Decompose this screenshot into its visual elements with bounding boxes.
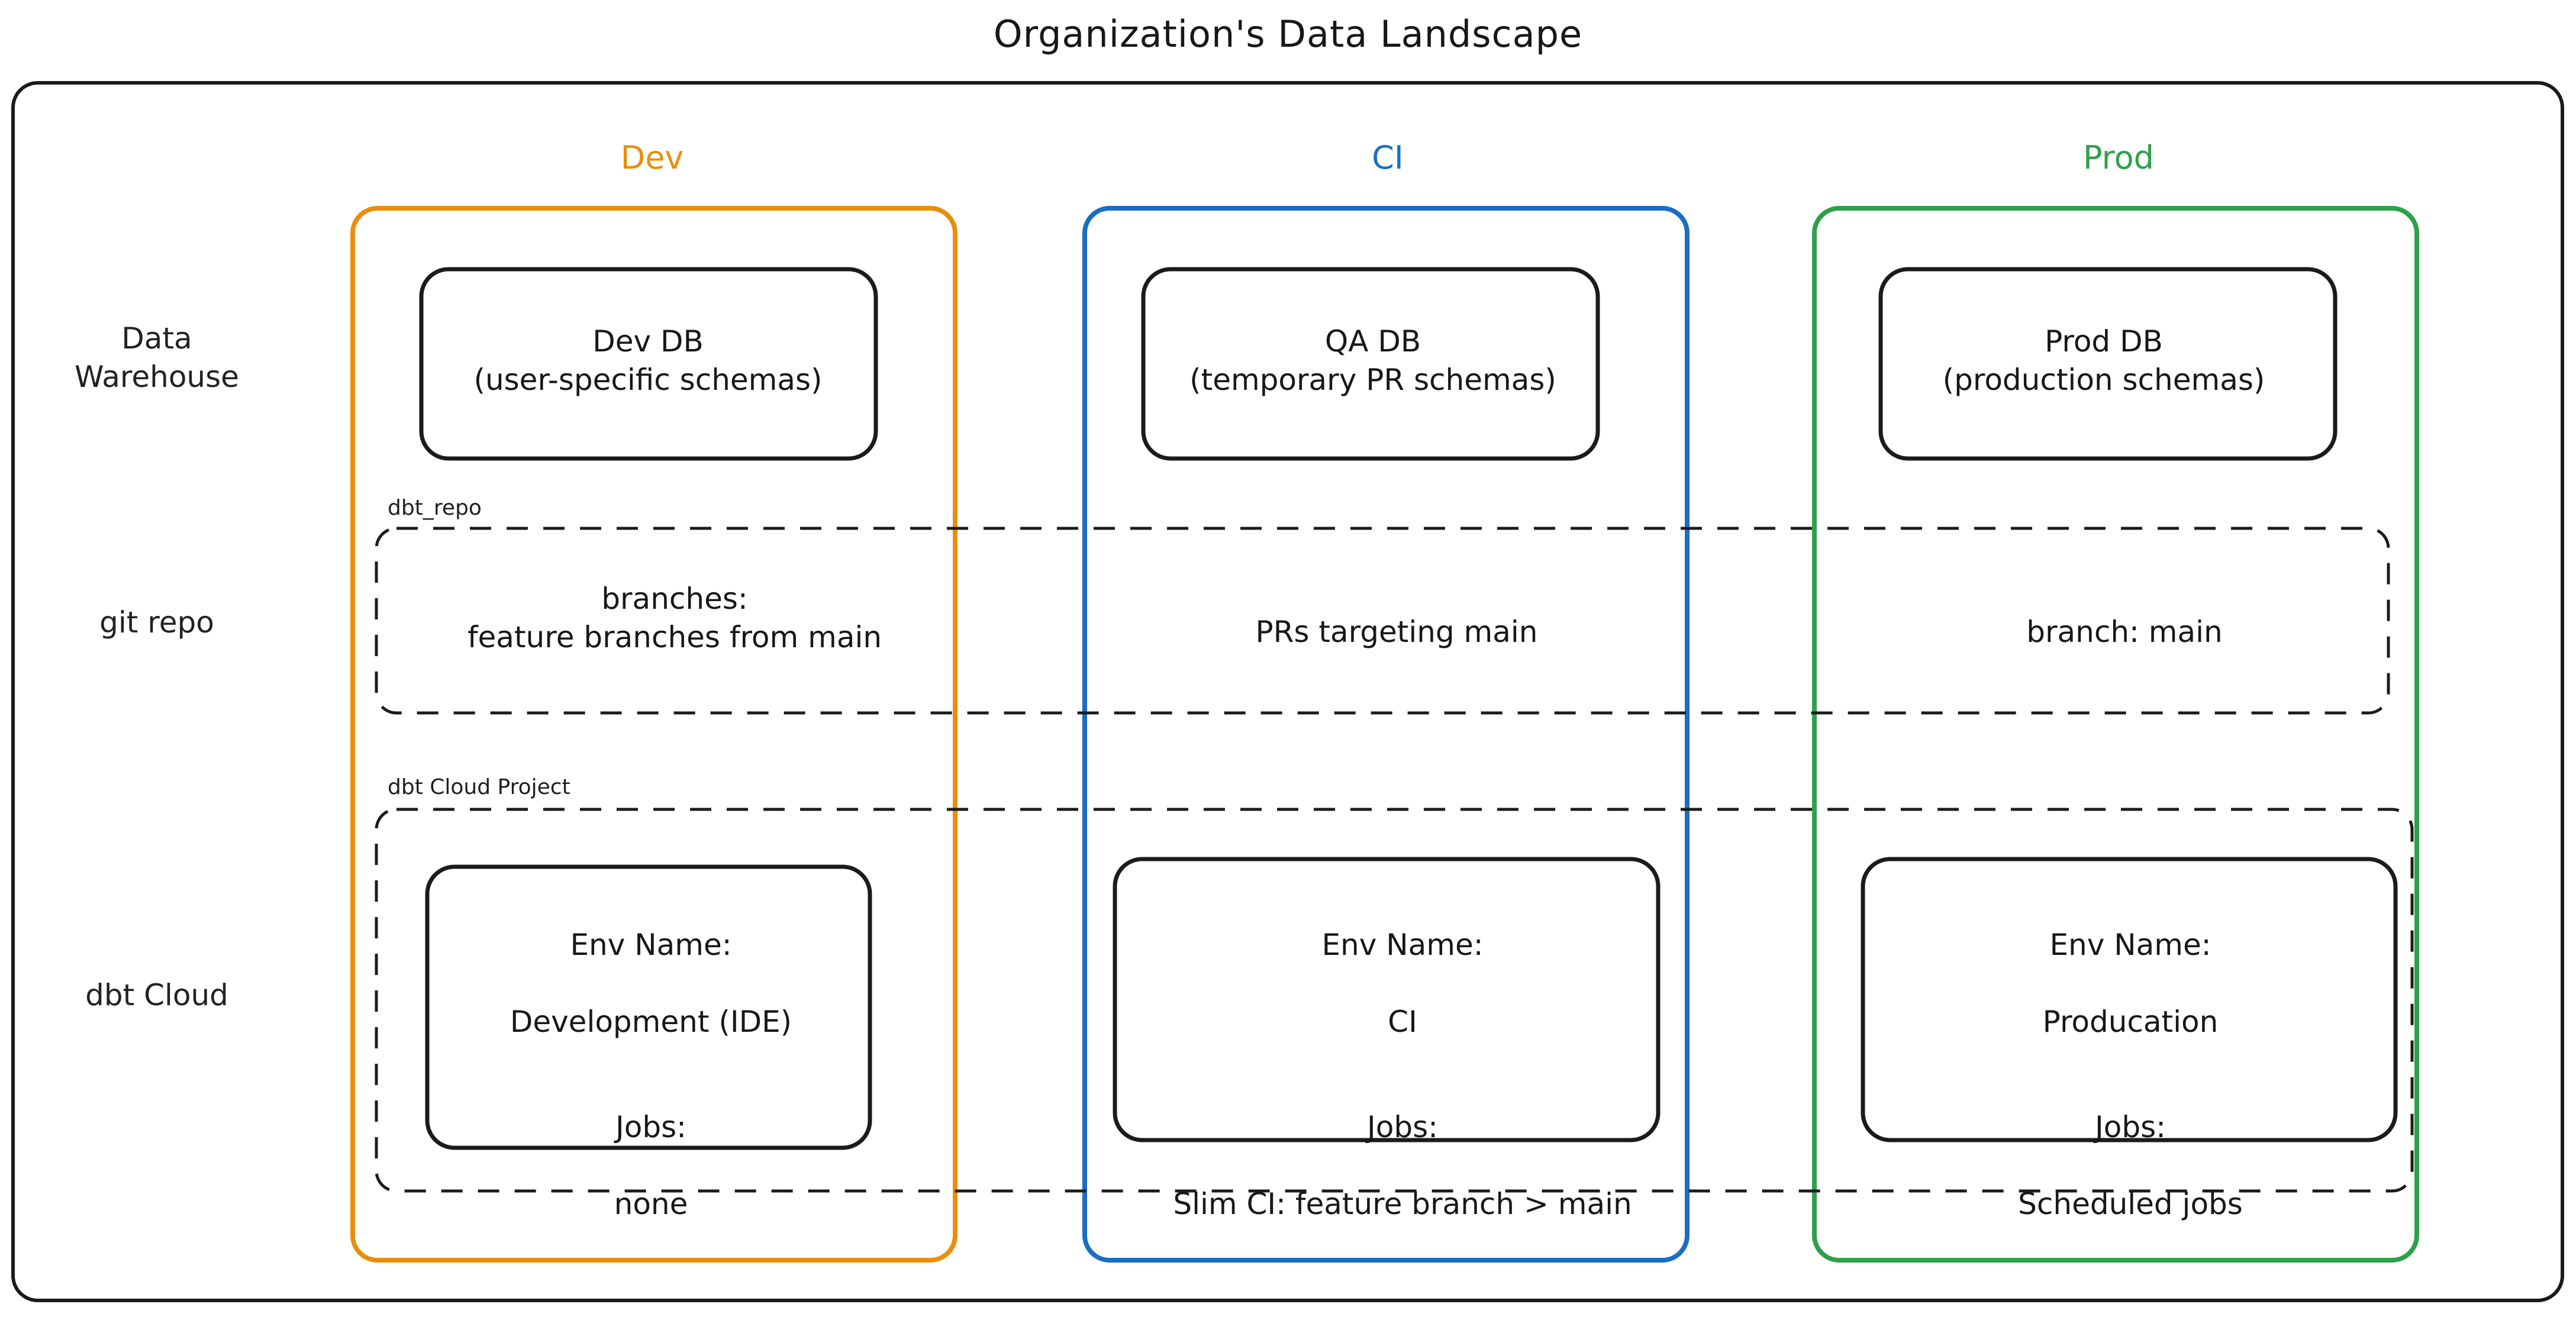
column-header-prod: Prod [2083, 139, 2154, 176]
row-label-dbt-cloud: dbt Cloud [85, 978, 228, 1012]
dbt-jobs-label-dev: Jobs: [615, 1110, 686, 1144]
dbt-env-text-dev: Env Name: Development (IDE) Jobs: none [408, 887, 894, 1224]
row-label-data-warehouse: Data Warehouse [75, 321, 239, 394]
dbt-env-name-label-dev: Env Name: [570, 928, 732, 962]
dbt-env-spacer-dev [408, 1041, 894, 1070]
column-header-ci: CI [1372, 139, 1404, 176]
git-repo-container-label: dbt_repo [388, 496, 482, 520]
page-title: Organization's Data Landscape [993, 12, 1583, 56]
dbt-env-name-label-prod: Env Name: [2049, 928, 2211, 962]
column-header-dev: Dev [620, 139, 684, 176]
dbt-env-name-label-ci: Env Name: [1321, 928, 1484, 962]
dbt-env-text-ci: Env Name: CI Jobs: Slim CI: feature bran… [1101, 887, 1704, 1224]
dbt-jobs-label-ci: Jobs: [1367, 1110, 1438, 1144]
row-label-git-repo: git repo [99, 605, 214, 640]
git-repo-text-ci: PRs targeting main [1255, 615, 1538, 649]
dbt-env-spacer-ci [1101, 1041, 1704, 1070]
dbt-jobs-ci: Slim CI: feature branch > main [1173, 1187, 1632, 1221]
dbt-env-spacer-prod [1829, 1041, 2432, 1070]
dbt-env-name-prod: Producation [2042, 1005, 2219, 1039]
git-repo-text-prod: branch: main [2026, 615, 2223, 649]
data-warehouse-text-ci: QA DB (temporary PR schemas) [1189, 324, 1556, 397]
dbt-env-text-prod: Env Name: Producation Jobs: Scheduled jo… [1829, 887, 2432, 1224]
dbt-jobs-label-prod: Jobs: [2095, 1110, 2166, 1144]
data-warehouse-text-dev: Dev DB (user-specific schemas) [473, 324, 823, 397]
dbt-env-name-ci: CI [1388, 1005, 1417, 1039]
dbt-env-name-dev: Development (IDE) [510, 1005, 792, 1039]
dbt-cloud-project-container-label: dbt Cloud Project [388, 775, 570, 799]
git-repo-text-dev: branches: feature branches from main [467, 582, 882, 654]
dbt-jobs-prod: Scheduled jobs [2018, 1187, 2243, 1221]
dbt-jobs-dev: none [614, 1187, 688, 1221]
data-warehouse-text-prod: Prod DB (production schemas) [1942, 324, 2265, 397]
